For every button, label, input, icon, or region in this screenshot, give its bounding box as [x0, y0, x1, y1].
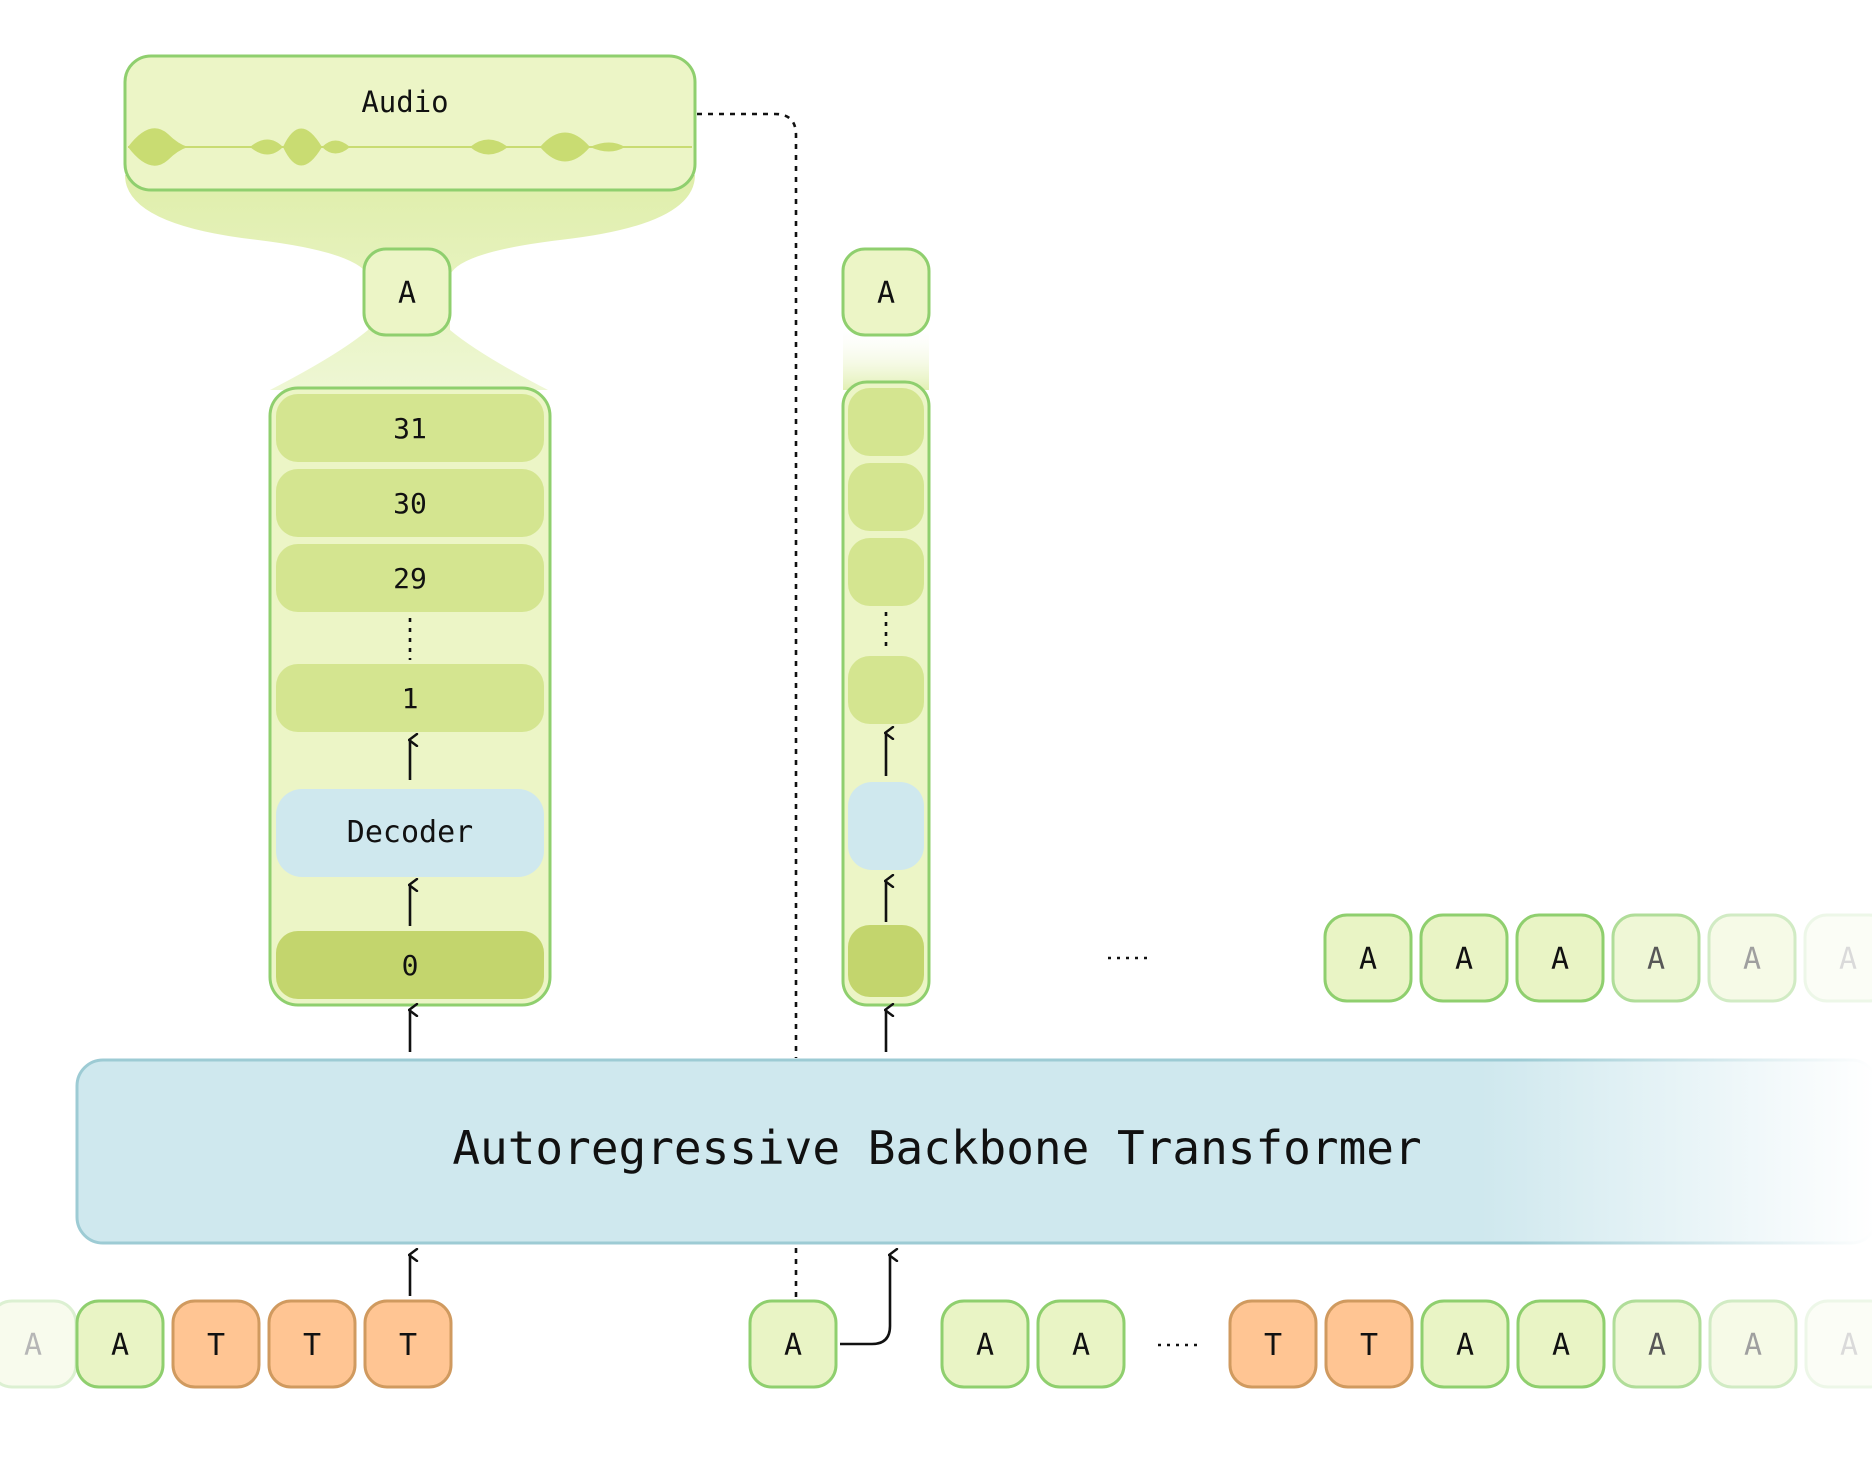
output-token: A	[1515, 913, 1605, 1003]
svg-text:A: A	[1648, 1328, 1666, 1363]
output-token: A	[1803, 913, 1872, 1003]
input-token: A	[75, 1299, 165, 1389]
svg-text:A: A	[1743, 942, 1761, 977]
mid-decoder-block	[848, 782, 924, 870]
input-token: T	[267, 1299, 357, 1389]
input-token: A	[1804, 1299, 1872, 1389]
input-token: A	[1516, 1299, 1606, 1389]
svg-text:T: T	[1360, 1328, 1378, 1363]
input-token: T	[1324, 1299, 1414, 1389]
svg-text:A: A	[1551, 942, 1569, 977]
svg-text:T: T	[303, 1328, 321, 1363]
svg-text:A: A	[1647, 942, 1665, 977]
svg-text:A: A	[877, 276, 895, 311]
mid-codebook-1	[848, 656, 924, 724]
input-token-next-frame: A	[748, 1299, 838, 1389]
svg-text:T: T	[1264, 1328, 1282, 1363]
backbone-label: Autoregressive Backbone Transformer	[452, 1121, 1421, 1175]
input-token: A	[1708, 1299, 1798, 1389]
svg-text:A: A	[1552, 1328, 1570, 1363]
audio-label: Audio	[361, 85, 448, 119]
output-token: A	[1419, 913, 1509, 1003]
mid-codebook-0	[848, 925, 924, 997]
input-token: T	[363, 1299, 453, 1389]
input-token: T	[171, 1299, 261, 1389]
mid-codebook-29	[848, 538, 924, 606]
svg-text:A: A	[1839, 942, 1857, 977]
output-token: A	[1707, 913, 1797, 1003]
svg-text:29: 29	[393, 562, 427, 595]
svg-text:A: A	[976, 1328, 994, 1363]
audio-box: Audio	[123, 54, 697, 192]
input-token: A	[940, 1299, 1030, 1389]
svg-text:A: A	[1072, 1328, 1090, 1363]
input-token: A	[1420, 1299, 1510, 1389]
svg-text:T: T	[399, 1328, 417, 1363]
decoder-block: Decoder	[276, 789, 544, 877]
codebook-0: 0	[276, 931, 544, 999]
audio-waveform-icon	[128, 128, 692, 166]
svg-text:1: 1	[402, 682, 419, 715]
input-token: A	[0, 1299, 78, 1389]
input-token: T	[1228, 1299, 1318, 1389]
svg-text:A: A	[111, 1328, 129, 1363]
codebook-29: 29	[276, 544, 544, 612]
svg-text:A: A	[1456, 1328, 1474, 1363]
audio-feedback-dashed-line	[697, 112, 798, 1058]
depth-decoder-stack: 31 30 29 1 Decoder 0	[268, 386, 552, 1007]
depth-output-token: A	[362, 247, 452, 337]
svg-text:31: 31	[393, 412, 427, 445]
svg-text:0: 0	[402, 949, 419, 982]
svg-text:30: 30	[393, 487, 427, 520]
codebook-1: 1	[276, 664, 544, 732]
output-token: A	[1323, 913, 1413, 1003]
mid-codebook-31	[848, 388, 924, 456]
codebook-31: 31	[276, 394, 544, 462]
input-token: A	[1612, 1299, 1702, 1389]
svg-text:A: A	[1455, 942, 1473, 977]
svg-text:T: T	[207, 1328, 225, 1363]
svg-text:A: A	[398, 276, 416, 311]
svg-text:A: A	[1840, 1328, 1858, 1363]
output-token: A	[1611, 913, 1701, 1003]
backbone-transformer: Autoregressive Backbone Transformer	[75, 1058, 1872, 1245]
mid-decoder-stack	[841, 380, 931, 1007]
codebook-30: 30	[276, 469, 544, 537]
svg-text:Decoder: Decoder	[347, 815, 473, 850]
svg-text:A: A	[24, 1328, 42, 1363]
mid-output-token: A	[841, 247, 931, 337]
input-token: A	[1036, 1299, 1126, 1389]
svg-text:A: A	[1744, 1328, 1762, 1363]
svg-text:A: A	[1359, 942, 1377, 977]
mid-codebook-30	[848, 463, 924, 531]
svg-text:A: A	[784, 1328, 802, 1363]
arrow-frame-token-to-backbone	[840, 1255, 890, 1346]
